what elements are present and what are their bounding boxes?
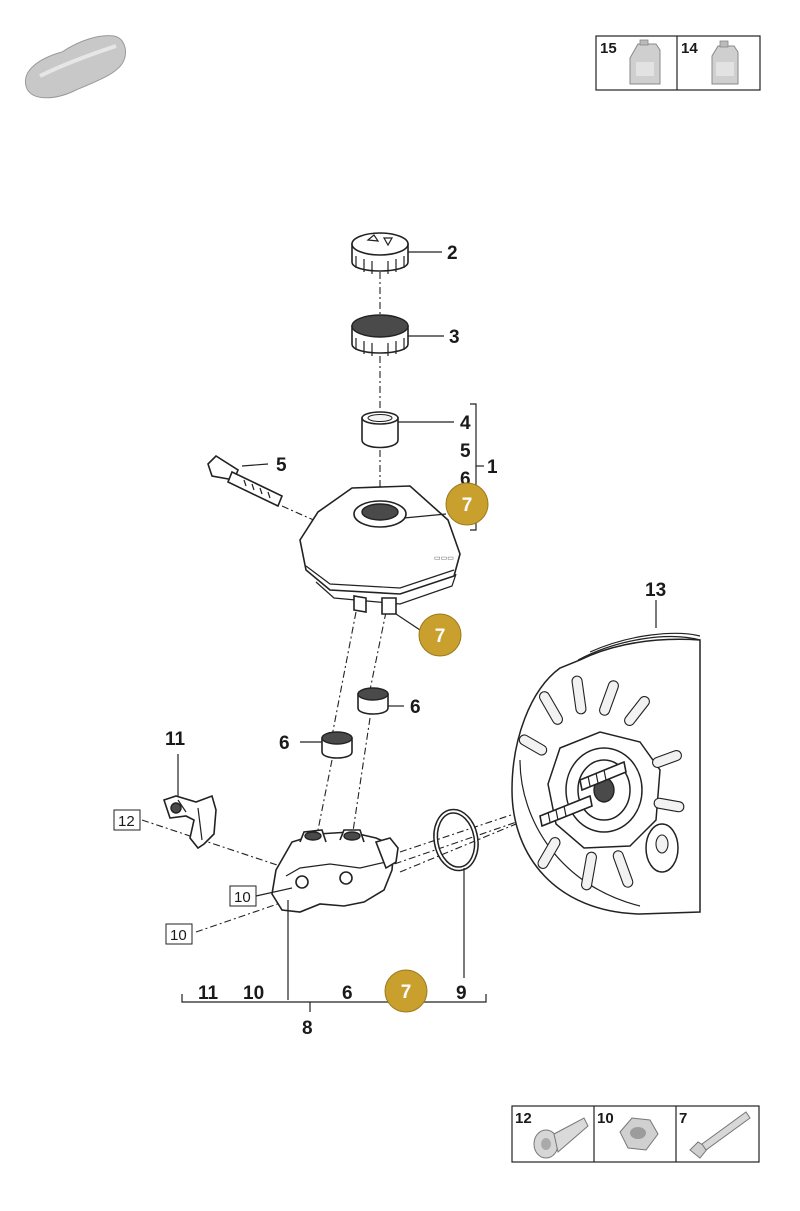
header-cell-14[interactable]: 14 bbox=[681, 40, 739, 85]
boxed-callouts: 12 10 10 bbox=[113, 809, 257, 945]
table-number: 12 bbox=[515, 1110, 532, 1127]
callout-13[interactable]: 13 bbox=[645, 580, 666, 601]
header-parts-table: 15 14 bbox=[595, 35, 761, 91]
sensor-bracket[interactable] bbox=[162, 794, 217, 850]
callout-11[interactable]: 11 bbox=[198, 983, 219, 1004]
callout-6[interactable]: 6 bbox=[342, 983, 353, 1004]
callout-3[interactable]: 3 bbox=[449, 327, 460, 348]
callout-8[interactable]: 8 bbox=[302, 1018, 313, 1039]
boxed-callout-label: 10 bbox=[234, 889, 251, 906]
boxed-callout-10[interactable]: 10 bbox=[165, 923, 193, 945]
reservoir-grommet-lower[interactable] bbox=[321, 731, 353, 759]
callout-9[interactable]: 9 bbox=[456, 983, 467, 1004]
strainer-insert[interactable] bbox=[361, 411, 399, 449]
boxed-callout-12[interactable]: 12 bbox=[113, 809, 141, 831]
badge-label: 7 bbox=[401, 982, 412, 1003]
level-sensor[interactable] bbox=[207, 454, 284, 508]
oil-canister-icon bbox=[711, 40, 739, 85]
badge-part-7[interactable]: 7 bbox=[384, 969, 428, 1013]
callout-2[interactable]: 2 bbox=[447, 243, 458, 264]
brake-booster[interactable] bbox=[511, 632, 701, 915]
table-number: 10 bbox=[597, 1110, 614, 1127]
footer-cell-12[interactable]: 12 bbox=[515, 1110, 589, 1159]
callout-10[interactable]: 10 bbox=[243, 983, 264, 1004]
boxed-callout-label: 10 bbox=[170, 927, 187, 944]
header-cell-15[interactable]: 15 bbox=[600, 39, 661, 85]
badge-label: 7 bbox=[462, 495, 473, 516]
callout-11[interactable]: 11 bbox=[165, 729, 186, 750]
table-number: 7 bbox=[679, 1110, 687, 1127]
badge-label: 7 bbox=[435, 626, 446, 647]
callout-numbers: 2 3 4 5 5 6 1 13 6 6 11 9 8 11 10 6 bbox=[165, 243, 666, 1039]
leader-lines bbox=[177, 251, 657, 1012]
o-ring-seal[interactable] bbox=[431, 808, 480, 872]
stud-screw-icon bbox=[689, 1111, 751, 1159]
cap-filter-seal[interactable] bbox=[351, 314, 409, 356]
table-number: 15 bbox=[600, 40, 617, 57]
reservoir-cap[interactable] bbox=[351, 232, 409, 274]
callout-1[interactable]: 1 bbox=[487, 457, 498, 478]
footer-cell-10[interactable]: 10 bbox=[597, 1110, 659, 1151]
hex-nut-icon bbox=[619, 1117, 659, 1151]
gold-badges: 7 7 7 bbox=[384, 482, 489, 1013]
brake-master-cylinder[interactable] bbox=[271, 829, 399, 913]
brake-fluid-reservoir[interactable]: ▭▭▭ bbox=[299, 485, 461, 615]
callout-6[interactable]: 6 bbox=[460, 469, 471, 490]
footer-cell-7[interactable]: 7 bbox=[679, 1110, 751, 1159]
badge-part-7[interactable]: 7 bbox=[445, 482, 489, 526]
table-number: 14 bbox=[681, 40, 698, 57]
oil-canister-icon bbox=[629, 39, 661, 85]
callout-6[interactable]: 6 bbox=[279, 733, 290, 754]
badge-part-7[interactable]: 7 bbox=[418, 613, 462, 657]
bolt-icon bbox=[533, 1117, 589, 1159]
callout-5[interactable]: 5 bbox=[276, 455, 287, 476]
callout-5[interactable]: 5 bbox=[460, 441, 471, 462]
footer-parts-table: 12 10 7 bbox=[511, 1105, 760, 1163]
boxed-callout-10[interactable]: 10 bbox=[229, 885, 257, 907]
callout-4[interactable]: 4 bbox=[460, 413, 471, 434]
reservoir-grommet-upper[interactable] bbox=[357, 687, 389, 715]
boxed-callout-label: 12 bbox=[118, 813, 135, 830]
car-silhouette-icon bbox=[24, 35, 127, 99]
svg-text:▭▭▭: ▭▭▭ bbox=[434, 555, 454, 562]
callout-6[interactable]: 6 bbox=[410, 697, 421, 718]
